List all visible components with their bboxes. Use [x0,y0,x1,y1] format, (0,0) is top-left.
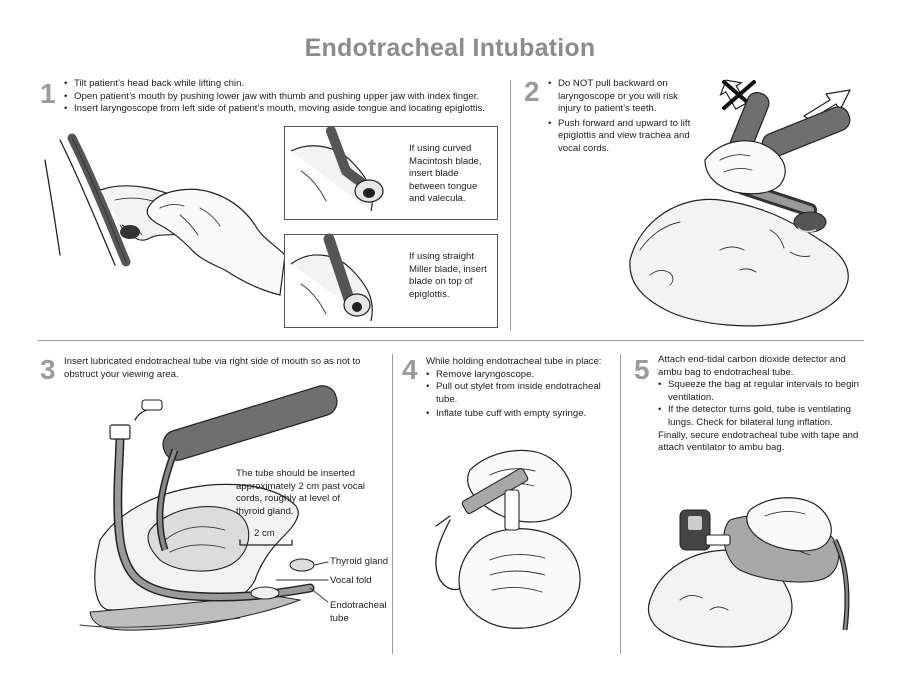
step-1-instructions: Tilt patient’s head back while lifting c… [64,78,504,116]
step-4-instructions: While holding endotracheal tube in place… [426,356,612,421]
label-endotracheal-tube: Endotracheal tube [330,600,387,624]
step-4-number: 4 [402,354,418,385]
inset-straight-blade-text: If using straight Miller blade, insert b… [409,251,487,300]
step-4-bullet: Pull out stylet from inside endotracheal… [426,381,612,406]
step-1-bullet: Open patient’s mouth by pushing lower ja… [64,91,504,104]
label-vocal-fold: Vocal fold [330,575,372,586]
step-4-bullet: Remove laryngoscope. [426,369,612,382]
step-1-bullet: Insert laryngoscope from left side of pa… [64,103,504,116]
step-3-illustration [79,385,338,631]
step-2-bullet: Do NOT pull backward on laryngoscope or … [548,78,698,116]
inset-curved-blade: If using curved Macintosh blade, insert … [284,126,498,220]
step-5-intro: Attach end-tidal carbon dioxide detector… [658,354,846,378]
column-divider [392,354,393,654]
page-title: Endotracheal Intubation [304,34,596,62]
step-4-illustration [435,449,581,629]
step-4-intro: While holding endotracheal tube in place… [426,356,602,367]
step-5-number: 5 [634,354,650,385]
step-1-bullet: Tilt patient’s head back while lifting c… [64,78,504,91]
step-4-bullet: Inflate tube cuff with empty syringe. [426,408,612,421]
tube-placement-note: The tube should be inserted approximatel… [236,468,366,517]
inset-curved-blade-drawing [290,126,384,212]
step-1-number: 1 [40,78,56,109]
step-5-bullet: If the detector turns gold, tube is vent… [658,404,864,429]
step-2-instructions: Do NOT pull backward on laryngoscope or … [548,78,698,156]
step-1-illustration [44,133,286,296]
section-divider [38,340,864,341]
step-5-instructions: Attach end-tidal carbon dioxide detector… [658,354,864,455]
inset-straight-blade: If using straight Miller blade, insert b… [284,233,498,328]
step-3-text: Insert lubricated endotracheal tube via … [64,356,361,380]
label-thyroid-gland: Thyroid gland [330,556,389,567]
step-2-illustration [629,91,851,327]
step-5-bullet: Squeeze the bag at regular intervals to … [658,379,864,404]
column-divider [510,80,511,330]
step-3-number: 3 [40,354,56,385]
step-5-illustration [647,497,850,648]
inset-straight-blade-drawing [290,233,373,322]
scale-bar-label: 2 cm [254,528,275,539]
step-2-bullet: Push forward and upward to lift epiglott… [548,118,698,156]
step-5-outro: Finally, secure endotracheal tube with t… [658,429,859,454]
inset-curved-blade-text: If using curved Macintosh blade, insert … [409,143,482,205]
step-2-number: 2 [524,76,540,107]
column-divider [620,354,621,654]
